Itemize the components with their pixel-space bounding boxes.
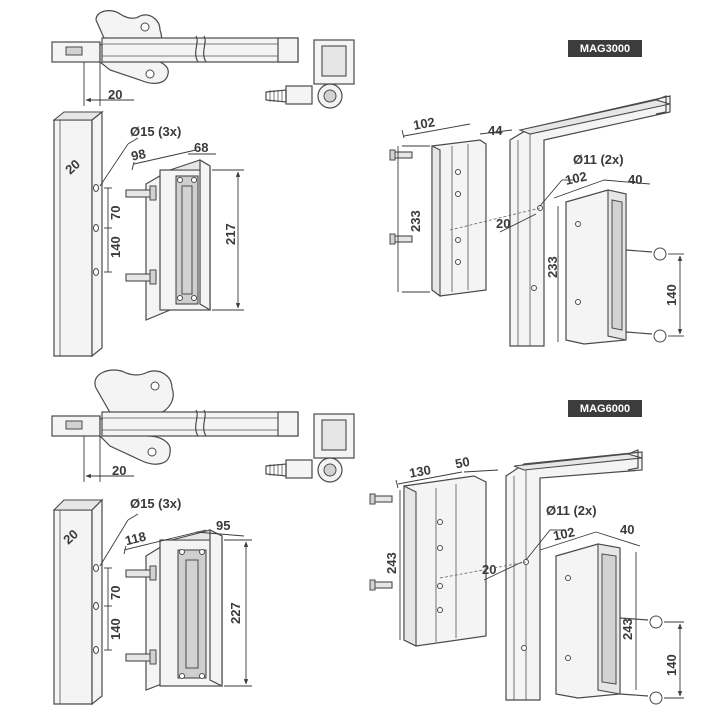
bracket-height-label: 217 [223,223,238,245]
hole-diameter-label: Ø15 (3x) [130,496,181,511]
armature-height-label: 243 [620,618,635,640]
hole-diameter-label: Ø15 (3x) [130,124,181,139]
model-badge-mag6000: MAG6000 [568,400,642,417]
bracket-depth-label: 95 [216,518,230,533]
frame-offset-label: 20 [496,216,510,231]
hole-spacing-bottom: 140 [108,618,123,640]
magnet-depth-label: 50 [454,454,471,472]
gate-post-mag6000: 20 70 140 Ø15 (3x) [52,496,181,706]
frame-hole-label: Ø11 (2x) [573,152,624,167]
magnet-frame-assembly-mag6000: 130 50 243 Ø11 (2x) 20 102 [369,449,684,705]
frame-offset-label: 20 [482,562,496,577]
frame-hole-label: Ø11 (2x) [546,503,597,518]
magnet-frame-assembly-mag3000: 102 44 233 Ø11 (2x) 20 [389,95,684,347]
hole-spacing-top: 70 [108,586,123,600]
panel-mag3000: 20 MAG3000 20 70 140 Ø15 (3x) [51,10,684,358]
bracket-width-label: 98 [130,146,147,164]
magnet-bracket-mag3000: 98 68 217 [125,140,244,321]
magnet-depth-label: 44 [488,123,503,138]
armature-width-label: 102 [552,524,576,543]
armature-width-label: 102 [564,169,588,188]
magnet-height-label: 233 [408,210,423,232]
screw-bottom [625,329,667,343]
magnet-width-label: 130 [408,462,432,481]
armature-height-label: 233 [545,256,560,278]
magnet-width-label: 102 [412,114,436,133]
screw-top [619,615,663,629]
hinge-offset-label: 20 [108,87,122,102]
screw-bottom [619,691,663,705]
armature-depth-label: 40 [628,172,642,187]
model-badge-mag3000: MAG3000 [568,40,642,57]
top-view-hinge-mag6000: 20 [51,369,355,483]
magnet-height-label: 243 [384,552,399,574]
hole-spacing-bottom: 140 [108,236,123,258]
hole-spacing-top: 70 [108,206,123,220]
armature-depth-label: 40 [620,522,634,537]
badge-text: MAG6000 [580,403,630,415]
bracket-width-label: 118 [124,529,148,549]
top-view-hinge-mag3000: 20 [51,10,355,109]
hinge-offset-label: 20 [112,463,126,478]
gate-post-mag3000: 20 70 140 Ø15 (3x) [52,110,181,358]
bracket-depth-label: 68 [194,140,208,155]
screw-top [625,247,667,261]
bracket-height-label: 227 [228,602,243,624]
armature-hole-spacing: 140 [664,284,679,306]
badge-text: MAG3000 [580,43,630,55]
panel-mag6000: 20 MAG6000 20 70 140 Ø15 (3x) [51,369,684,706]
armature-hole-spacing: 140 [664,654,679,676]
magnet-bracket-mag6000: 118 95 227 [124,518,252,691]
